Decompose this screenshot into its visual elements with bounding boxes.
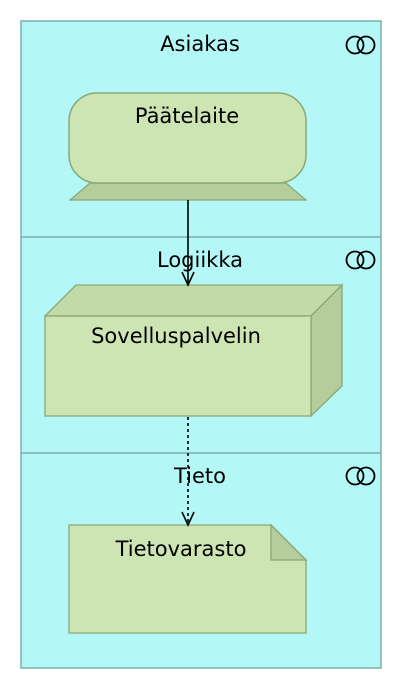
grouping-icon (345, 250, 376, 270)
edge-server-to-storage[interactable] (181, 417, 195, 527)
device-label: Päätelaite (135, 104, 239, 128)
arrowhead-icon (181, 271, 195, 287)
server-node[interactable]: Sovelluspalvelin (43, 283, 344, 418)
lane-title: Tieto (173, 464, 226, 488)
arrowhead-icon (181, 511, 195, 527)
storage-node[interactable]: Tietovarasto (68, 523, 308, 634)
device-node[interactable]: Päätelaite (68, 92, 308, 201)
lane-tieto[interactable]: Tieto (173, 464, 376, 488)
lane-title: Asiakas (160, 32, 240, 56)
edge-device-to-server[interactable] (181, 200, 195, 287)
server-front-face (44, 315, 312, 417)
storage-label: Tietovarasto (115, 537, 247, 561)
lane-asiakas[interactable]: Asiakas (160, 32, 376, 56)
storage-fold-icon (270, 523, 308, 561)
grouping-icon (345, 466, 376, 486)
server-label: Sovelluspalvelin (91, 324, 261, 348)
server-top-face (43, 284, 344, 317)
storage-body (68, 524, 307, 634)
grouping-icon (345, 35, 376, 55)
device-body (68, 92, 307, 184)
lane-title: Logiikka (157, 248, 243, 272)
lane-logiikka[interactable]: Logiikka (157, 248, 376, 272)
device-base (68, 182, 308, 201)
